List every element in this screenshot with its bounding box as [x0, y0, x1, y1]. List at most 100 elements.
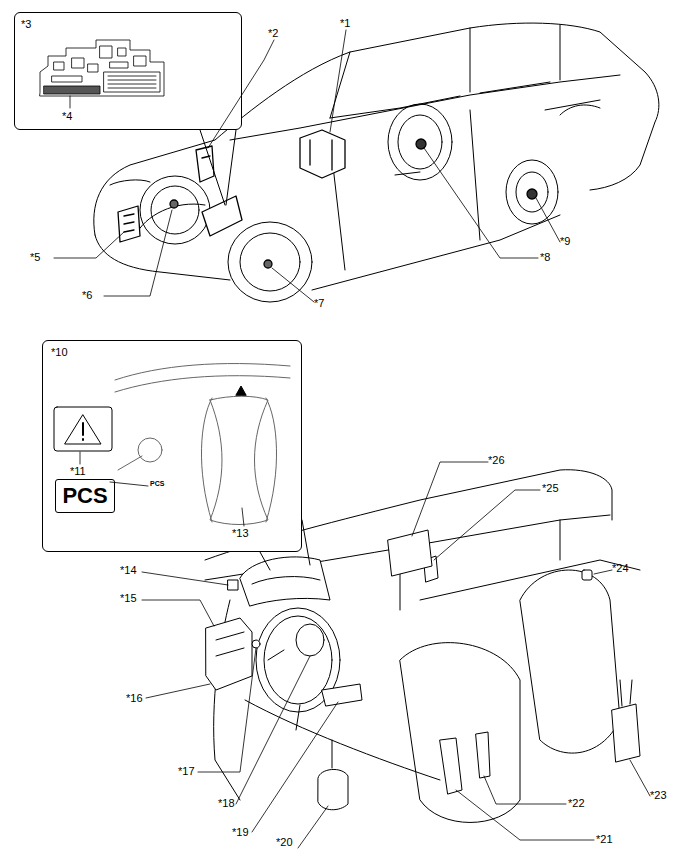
component: [582, 570, 592, 580]
dashboard: [245, 700, 440, 780]
leader-line: [198, 648, 256, 772]
indicator-text: PCS: [150, 479, 164, 488]
callout-number: *2: [268, 27, 278, 40]
callout-number: *26: [488, 454, 505, 467]
callout-number: *15: [120, 592, 137, 605]
leader-line: [70, 96, 71, 108]
leader-line: [54, 30, 650, 848]
meter-detail: [210, 396, 268, 524]
leader-line: [456, 790, 594, 840]
fuse-block: [40, 40, 164, 96]
fuse-block: [54, 62, 64, 70]
seat: [400, 570, 620, 823]
warning-symbol: [54, 407, 112, 451]
meter-detail: [138, 438, 162, 462]
steering-wheel: [256, 608, 340, 730]
meter-detail: [118, 456, 142, 470]
fuse-block: [44, 86, 100, 94]
fuse-block: [108, 76, 156, 88]
sensor: [300, 130, 345, 178]
component: [206, 530, 640, 810]
callout-number: *14: [120, 564, 137, 577]
fuse-block: [100, 46, 112, 58]
car-body: [395, 172, 420, 175]
component: [318, 740, 348, 810]
sensor: [118, 206, 140, 242]
leader-line: [110, 482, 148, 486]
component: [612, 680, 640, 762]
callout-number: *1: [340, 17, 350, 30]
indicator-box: PCS: [55, 479, 115, 513]
sensor: [202, 196, 242, 236]
callout-number: *5: [30, 251, 40, 264]
component: [252, 640, 260, 648]
sensor: [527, 189, 537, 199]
inset-panel: [42, 340, 302, 552]
meter-cluster: [240, 557, 330, 606]
seat: [400, 643, 520, 823]
leader-line: [142, 600, 214, 626]
inset-panel: [14, 12, 242, 130]
sensor: [416, 139, 426, 149]
wheel: [140, 176, 210, 244]
leader-line: [536, 198, 560, 242]
component: [322, 684, 362, 706]
leader-line: [424, 148, 538, 258]
meter-detail: [115, 376, 290, 392]
leader-line: [412, 462, 488, 536]
car-body: [312, 215, 560, 290]
leader-line: [630, 760, 650, 796]
callout-number: *21: [596, 833, 613, 846]
fuse-block: [72, 58, 84, 68]
steering-wheel: [296, 624, 324, 656]
leader-line: [80, 452, 81, 464]
warning-symbol: [236, 386, 246, 395]
callout-number: *10: [51, 346, 293, 359]
callout-number: *13: [232, 527, 249, 540]
meter-detail: [115, 364, 290, 525]
wheel: [388, 104, 452, 180]
car-body: [230, 75, 620, 140]
wheel: [240, 233, 300, 291]
fuse-block: [110, 62, 128, 68]
meter-detail: [201, 398, 276, 522]
leader-line: [298, 806, 328, 848]
callout-number: *4: [62, 110, 72, 123]
sensor: [170, 200, 178, 208]
leader-line: [142, 572, 228, 585]
indicator-text: PCS: [62, 483, 107, 508]
callout-number: *16: [126, 692, 143, 705]
car-body: [330, 110, 480, 270]
callout-number: *7: [314, 297, 324, 310]
leader-line: [236, 656, 310, 804]
car-body: [545, 100, 600, 110]
inset-panel: [42, 340, 310, 570]
component: [388, 530, 432, 576]
wheel: [516, 172, 548, 212]
warning-symbol: [65, 415, 101, 444]
fuse-block: [40, 40, 164, 96]
leader-line: [54, 232, 124, 258]
leader-line: [146, 684, 210, 698]
fuse-block: [52, 76, 82, 82]
fuse-block: [104, 72, 160, 92]
leader-line: [434, 490, 540, 560]
callout-number: *9: [560, 235, 570, 248]
steering-wheel: [268, 650, 300, 730]
component: [476, 732, 490, 778]
callout-number: *24: [612, 562, 629, 575]
leader-line: [330, 30, 346, 132]
callout-number: *22: [568, 797, 585, 810]
seat: [520, 570, 620, 753]
car-body: [110, 180, 150, 185]
leader-line: [484, 776, 566, 804]
leader-line: [272, 268, 314, 302]
sensor: [118, 130, 537, 268]
callout-number: *19: [232, 826, 249, 839]
callout-number: *3: [21, 18, 235, 31]
wheel: [398, 115, 442, 169]
warning-symbol: [82, 423, 84, 440]
component: [440, 738, 462, 794]
